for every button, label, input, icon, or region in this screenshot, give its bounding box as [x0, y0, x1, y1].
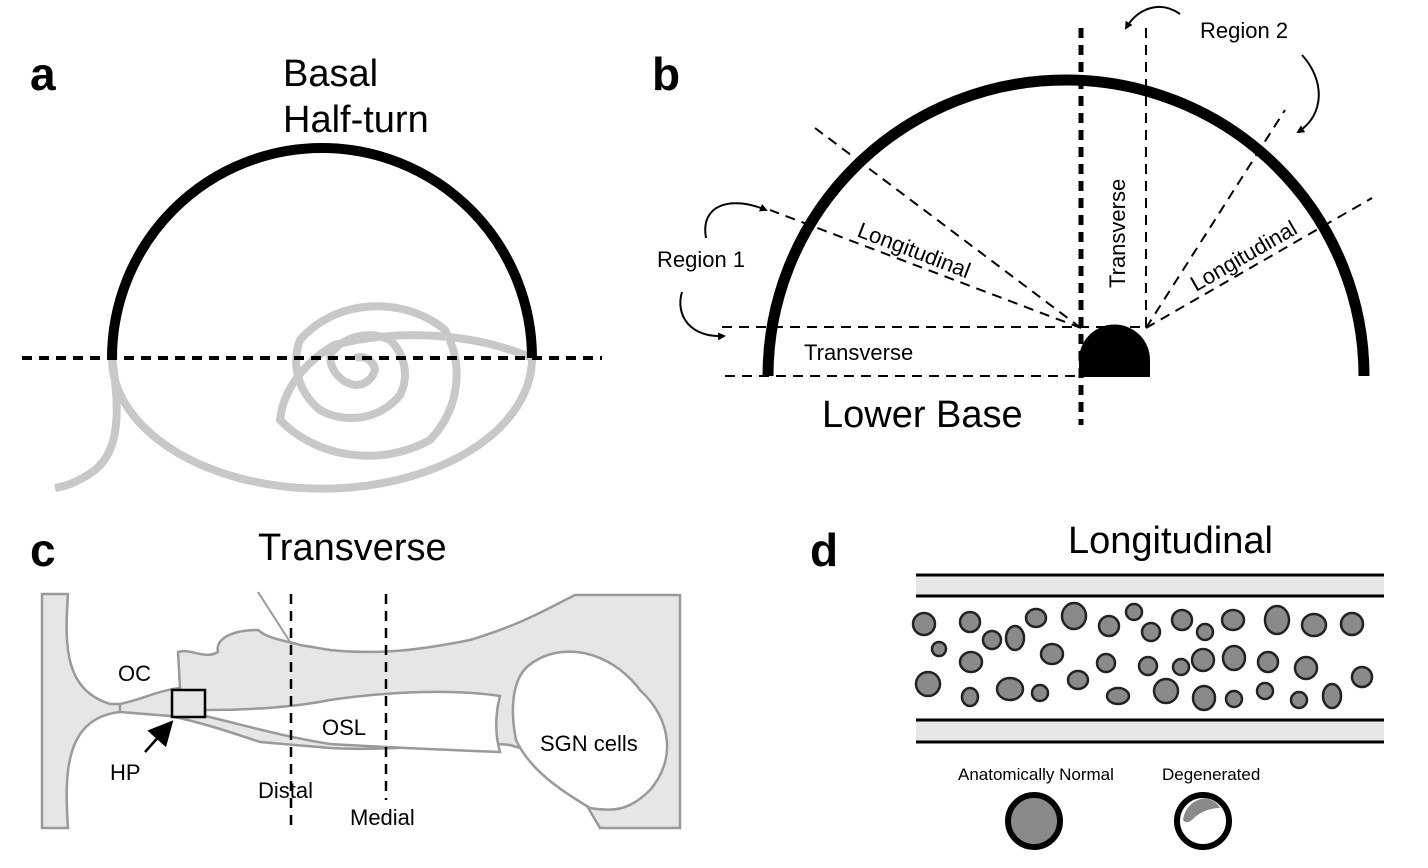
panel-letter-b: b	[652, 48, 680, 100]
cell	[1030, 683, 1050, 703]
medial-label: Medial	[350, 805, 415, 830]
osl-label: OSL	[322, 715, 366, 740]
panel-letter-d: d	[810, 524, 838, 576]
cell	[1224, 689, 1244, 709]
cell	[1263, 604, 1291, 636]
lateral-wall	[40, 592, 122, 830]
panel-c-title: Transverse	[258, 527, 447, 569]
bottom-band	[916, 720, 1384, 742]
cell	[1105, 686, 1131, 706]
cell	[1095, 652, 1117, 674]
normal-cell-icon	[1005, 792, 1063, 850]
cell	[1293, 655, 1319, 681]
legend-degenerated-label: Degenerated	[1162, 765, 1260, 784]
panel-b: b Region 1 Region 2 Longitudinal Longitu…	[652, 5, 1373, 436]
degenerated-cell-remnant	[1183, 798, 1220, 823]
cell	[1171, 657, 1191, 677]
lower-base-label: Lower Base	[822, 394, 1023, 436]
panel-a-title-line1: Basal	[283, 53, 378, 95]
cell	[1300, 612, 1328, 638]
tectorial-membrane	[257, 591, 293, 646]
cell	[958, 650, 984, 674]
panel-a-title-line2: Half-turn	[283, 99, 429, 141]
cell	[958, 610, 982, 634]
osl-channel	[203, 690, 502, 754]
cell	[1024, 607, 1048, 629]
hp-label: HP	[110, 760, 141, 785]
distal-label: Distal	[258, 778, 313, 803]
transverse-vertical-label: Transverse	[1105, 179, 1130, 288]
cell	[1097, 614, 1121, 638]
region-1-arrow-bottom	[679, 291, 726, 341]
cell	[1170, 608, 1194, 632]
oc-label: OC	[118, 661, 151, 686]
cell	[1339, 611, 1365, 637]
cell	[1137, 655, 1159, 677]
legend-normal-label: Anatomically Normal	[958, 765, 1114, 784]
cell	[1039, 642, 1065, 666]
radial-line-right-lower	[1145, 197, 1373, 329]
cell	[1140, 621, 1162, 643]
panel-letter-a: a	[30, 48, 56, 100]
longitudinal-left-label: Longitudinal	[854, 217, 974, 283]
cell	[914, 670, 942, 698]
region-2-label: Region 2	[1200, 18, 1288, 43]
cell	[1190, 647, 1216, 673]
basal-half-turn-arc	[107, 143, 537, 359]
top-band	[916, 575, 1384, 596]
cell	[1124, 602, 1144, 622]
panel-d-title: Longitudinal	[1068, 520, 1273, 562]
radial-line-left-upper	[814, 127, 1082, 329]
region-2-arrow-top	[1124, 5, 1181, 30]
cochlea-spiral	[54, 302, 537, 493]
panel-a: a Basal Half-turn	[22, 48, 602, 493]
region-2-arrow-bottom	[1296, 54, 1320, 134]
cell	[1220, 608, 1246, 632]
transverse-bottom-label: Transverse	[804, 340, 913, 365]
cell	[995, 676, 1025, 702]
cell	[1321, 682, 1343, 710]
cell	[1195, 622, 1215, 642]
modiolus-shape	[1079, 324, 1150, 377]
longitudinal-right-label: Longitudinal	[1186, 215, 1301, 296]
cell	[1152, 677, 1180, 705]
cell-field	[911, 601, 1374, 712]
cell	[960, 686, 980, 708]
sgn-label: SGN cells	[540, 731, 638, 756]
panel-d: d Longitudinal	[810, 520, 1384, 850]
cell	[1066, 669, 1090, 691]
region-1-label: Region 1	[657, 247, 745, 272]
panel-c: c Transverse OC HP OSL SGN cells Distal …	[30, 524, 682, 830]
hp-arrow	[144, 720, 174, 753]
radial-line-right-upper	[1145, 109, 1286, 329]
half-turn-arc	[762, 74, 1370, 377]
cell	[1256, 650, 1280, 674]
region-1-arrow-top	[704, 202, 768, 239]
cell	[1255, 681, 1275, 701]
cell	[1350, 665, 1374, 689]
cell	[1221, 644, 1247, 672]
hp-box	[170, 688, 207, 719]
sgn-region	[511, 650, 669, 811]
cell	[1191, 684, 1217, 712]
cell	[930, 640, 948, 658]
cell	[1289, 690, 1309, 710]
radial-line-left-lower	[769, 209, 1082, 329]
cell	[911, 611, 937, 637]
cell	[1060, 601, 1088, 631]
panel-letter-c: c	[30, 524, 56, 576]
cell	[981, 629, 1003, 651]
cell	[1004, 624, 1026, 652]
